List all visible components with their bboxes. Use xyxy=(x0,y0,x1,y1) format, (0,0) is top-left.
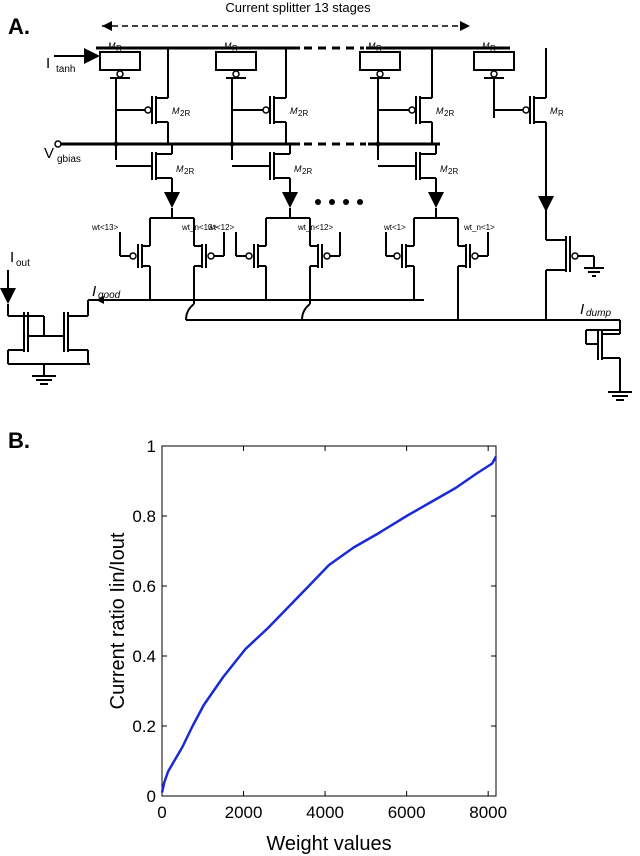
x-tick-label: 2000 xyxy=(225,803,263,822)
m2r-transistor-lower-1: M 2R xyxy=(378,144,458,208)
m2r-transistor-upper-13: M 2R xyxy=(116,88,190,144)
mr-transistor-term: M R xyxy=(473,41,515,78)
x-tick-label: 0 xyxy=(157,803,166,822)
panel-b-label: B. xyxy=(8,428,30,453)
v-gbias-subscript: gbias xyxy=(57,154,81,165)
panel-a-label: A. xyxy=(8,14,30,39)
svg-text:2R: 2R xyxy=(444,109,454,118)
svg-text:wt_n<12>: wt_n<12> xyxy=(297,223,333,232)
y-tick-label: 0 xyxy=(147,787,156,806)
svg-text:M: M xyxy=(172,106,180,116)
svg-text:M: M xyxy=(368,41,376,51)
i-tanh-subscript: tanh xyxy=(56,64,75,75)
svg-text:M: M xyxy=(294,164,302,174)
svg-text:R: R xyxy=(558,109,564,118)
svg-text:wt<1>: wt<1> xyxy=(383,223,406,232)
svg-text:R: R xyxy=(232,44,238,53)
svg-text:M: M xyxy=(224,41,232,51)
i-dump-subscript: dump xyxy=(586,308,611,319)
y-tick-label: 0.6 xyxy=(132,577,156,596)
plot-frame xyxy=(161,445,497,797)
arrow-right-icon xyxy=(460,21,470,31)
y-axis-label: Current ratio Iin/Iout xyxy=(107,532,129,709)
terminal-switch xyxy=(545,210,604,320)
splitter-title: Current splitter 13 stages xyxy=(225,0,371,15)
y-tick-label: 0.4 xyxy=(132,647,156,666)
switch-pair-12: wt<12> wt_n<12> xyxy=(207,208,341,296)
mr-transistor-terminal-lower: M R xyxy=(494,88,564,200)
svg-text:R: R xyxy=(116,44,122,53)
arrow-left-icon xyxy=(102,21,112,31)
i-out-subscript: out xyxy=(16,258,30,269)
switch-pair-1: wt<1> wt_n<1> xyxy=(383,208,495,320)
i-good-arrow-icon xyxy=(96,296,104,304)
circuit-schematic: Current splitter 13 stages I tanh M R M … xyxy=(0,0,632,401)
y-tick-label: 0.2 xyxy=(132,717,156,736)
ellipsis-dot xyxy=(357,199,363,205)
svg-text:M: M xyxy=(440,164,448,174)
svg-text:wt<12>: wt<12> xyxy=(207,223,235,232)
m2r-transistor-upper-1: M 2R xyxy=(378,88,454,144)
y-tick-label: 0.8 xyxy=(132,507,156,526)
x-tick-label: 8000 xyxy=(469,803,507,822)
svg-text:wt_n<13>: wt_n<13> xyxy=(181,223,217,232)
tick-layer: 0 2000 4000 6000 8000 0 0.2 0.4 0.6 0.8 1 xyxy=(132,437,507,822)
v-gbias-label: V xyxy=(44,145,54,162)
svg-text:R: R xyxy=(490,44,496,53)
y-tick-label: 1 xyxy=(147,437,156,456)
mr-transistor-12: M R xyxy=(215,41,257,78)
series-line xyxy=(160,455,498,793)
x-tick-label: 4000 xyxy=(306,803,344,822)
svg-text:2R: 2R xyxy=(302,167,312,176)
m2r-transistor-lower-12: M 2R xyxy=(232,144,312,208)
svg-text:M: M xyxy=(436,106,444,116)
switch-pair-13: wt<13> wt_n<13> xyxy=(91,208,225,296)
i-good-subscript: good xyxy=(98,290,121,301)
output-current-mirror xyxy=(7,299,96,385)
svg-text:2R: 2R xyxy=(298,109,308,118)
svg-text:wt<13>: wt<13> xyxy=(91,223,119,232)
svg-text:R: R xyxy=(376,44,382,53)
svg-text:M: M xyxy=(176,164,184,174)
dump-load-transistor xyxy=(585,320,632,401)
series-layer xyxy=(160,455,498,793)
mr-transistor-1: M R xyxy=(359,41,401,78)
svg-text:wt_n<1>: wt_n<1> xyxy=(463,223,495,232)
m2r-transistor-upper-12: M 2R xyxy=(232,88,308,144)
ellipsis-dot xyxy=(343,199,349,205)
i-out-label: I xyxy=(10,249,14,266)
x-tick-label: 6000 xyxy=(388,803,426,822)
ellipsis-dot xyxy=(329,199,335,205)
i-tanh-label: I xyxy=(46,55,50,72)
i-dump-label: I xyxy=(580,301,584,318)
svg-text:M: M xyxy=(550,106,558,116)
svg-text:2R: 2R xyxy=(180,109,190,118)
svg-text:M: M xyxy=(482,41,490,51)
m2r-transistor-lower-13: M 2R xyxy=(116,144,194,208)
svg-text:2R: 2R xyxy=(184,167,194,176)
mr-transistor-13: M R xyxy=(99,41,141,78)
svg-text:M: M xyxy=(108,41,116,51)
ellipsis-dot xyxy=(315,199,321,205)
i-good-label: I xyxy=(92,283,96,300)
svg-text:2R: 2R xyxy=(448,167,458,176)
svg-text:M: M xyxy=(290,106,298,116)
x-axis-label: Weight values xyxy=(266,833,391,855)
